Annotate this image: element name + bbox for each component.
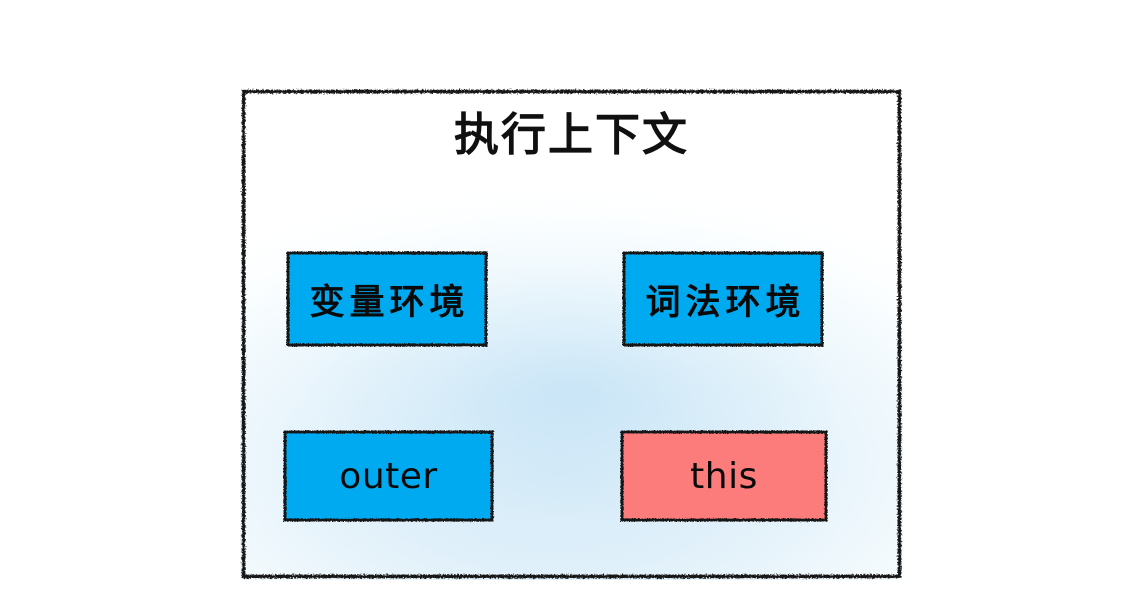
box-label: outer xyxy=(339,455,438,497)
box-label: 变量环境 xyxy=(309,282,470,323)
execution-context-frame: 执行上下文 变量环境 词法环境 xyxy=(240,88,903,580)
box-variable-environment[interactable]: 变量环境 xyxy=(286,251,488,347)
box-this[interactable]: this xyxy=(620,430,828,522)
box-outer[interactable]: outer xyxy=(283,430,494,522)
box-lexical-environment[interactable]: 词法环境 xyxy=(622,251,824,347)
box-label: this xyxy=(690,455,758,497)
box-label: 词法环境 xyxy=(645,282,806,323)
page-title: 执行上下文 xyxy=(453,108,689,161)
